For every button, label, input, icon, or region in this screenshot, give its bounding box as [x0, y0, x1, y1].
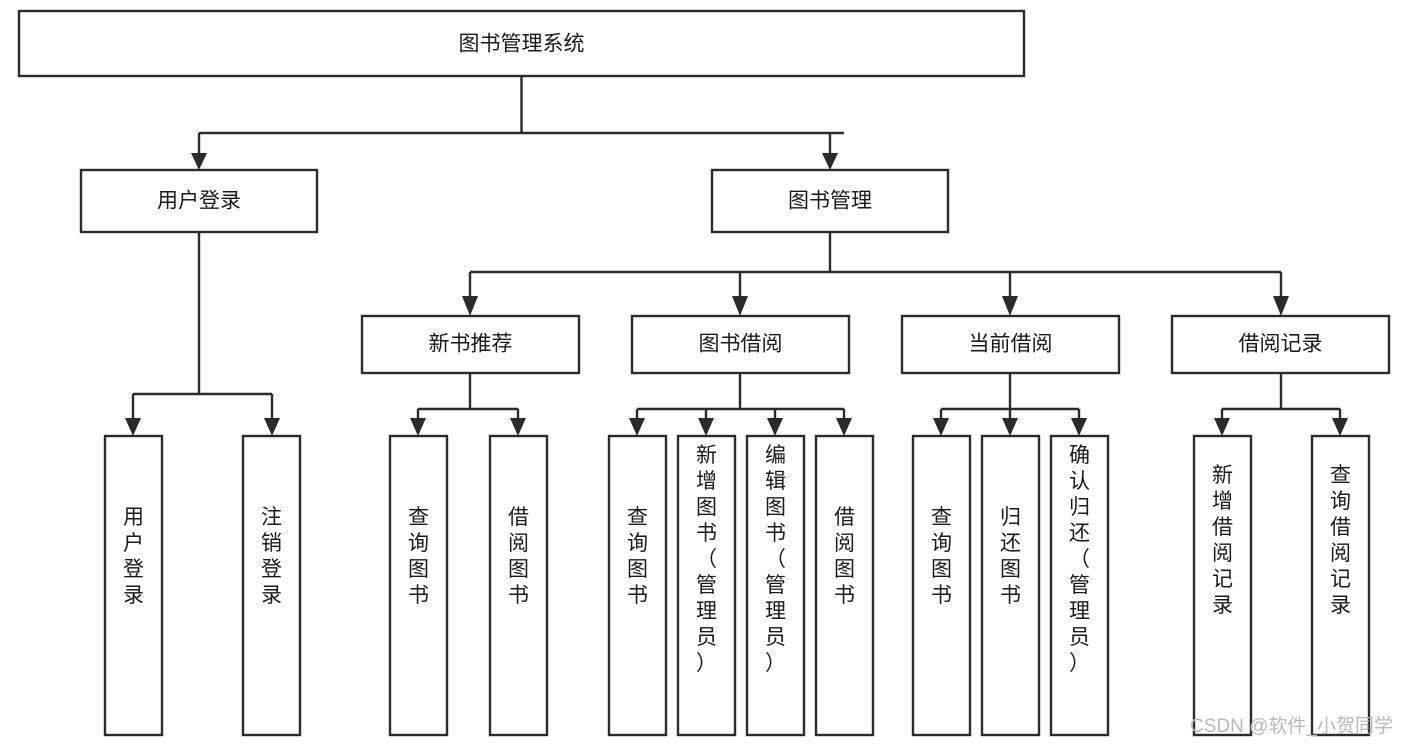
- leaf-bb-2-label: 新增图书（管理员）: [696, 444, 717, 675]
- arrowhead-bb-leaf-3: [767, 418, 783, 436]
- node-new-book-recommend-box[interactable]: [360, 314, 581, 375]
- node-new-book-recommend-label: 新书推荐: [429, 333, 513, 356]
- leaf-br-2[interactable]: 查询借阅记录: [1310, 434, 1371, 737]
- arrowhead-leaf-user-login-1: [125, 418, 141, 436]
- node-borrow-record-box[interactable]: [1170, 314, 1391, 375]
- node-root-label: 图书管理系统: [459, 33, 585, 56]
- leaf-bb-3-label: 编辑图书（管理员）: [765, 444, 786, 675]
- node-current-borrow[interactable]: 当前借阅: [900, 314, 1121, 375]
- node-book-manage-box[interactable]: [710, 168, 950, 234]
- node-current-borrow-label: 当前借阅: [969, 333, 1053, 356]
- leaf-cb-3-label: 确认归还（管理员）: [1069, 444, 1090, 675]
- node-borrow-record-label: 借阅记录: [1239, 333, 1323, 356]
- leaf-nbr-1[interactable]: 查询图书: [388, 434, 449, 737]
- arrowhead-br-leaf-1: [1214, 418, 1230, 436]
- leaf-cb-2[interactable]: 归还图书: [980, 434, 1041, 737]
- csdn-watermark: CSDN @软件_小贺同学: [1190, 715, 1393, 737]
- node-book-manage[interactable]: 图书管理: [710, 168, 950, 234]
- leaf-cb-2-label: 归还图书: [1000, 506, 1021, 607]
- arrowhead-user-login: [191, 153, 207, 170]
- arrowhead-cb-leaf-2: [1002, 418, 1018, 436]
- leaf-bb-3[interactable]: 编辑图书（管理员）: [745, 434, 806, 737]
- node-user-login[interactable]: 用户登录: [79, 168, 319, 234]
- leaf-br-1-box[interactable]: [1192, 434, 1253, 737]
- leaf-bb-4-label: 借阅图书: [834, 506, 855, 607]
- leaf-bb-3-box[interactable]: [745, 434, 806, 737]
- arrowhead-bb-leaf-2: [698, 418, 714, 436]
- leaf-user-login-2-label: 注销登录: [261, 506, 282, 607]
- leaf-bb-2[interactable]: 新增图书（管理员）: [676, 434, 737, 737]
- leaf-nbr-1-label: 查询图书: [408, 506, 429, 607]
- leaf-br-1-label: 新增借阅记录: [1212, 464, 1233, 617]
- leaf-nbr-1-box[interactable]: [388, 434, 449, 737]
- leaf-bb-4-box[interactable]: [814, 434, 875, 737]
- node-user-login-label: 用户登录: [157, 190, 241, 213]
- leaf-bb-4[interactable]: 借阅图书: [814, 434, 875, 737]
- node-root-box[interactable]: [17, 9, 1026, 78]
- arrowhead-cb-leaf-3: [1071, 418, 1087, 436]
- node-new-book-recommend[interactable]: 新书推荐: [360, 314, 581, 375]
- arrowhead-book-borrow: [732, 296, 748, 316]
- node-book-borrow-box[interactable]: [630, 314, 851, 375]
- arrowhead-br-leaf-2: [1332, 418, 1348, 436]
- arrowhead-borrow-record: [1273, 296, 1289, 316]
- leaf-bb-2-box[interactable]: [676, 434, 737, 737]
- leaf-bb-1-box[interactable]: [607, 434, 668, 737]
- leaf-br-2-label: 查询借阅记录: [1330, 464, 1351, 617]
- node-book-borrow[interactable]: 图书借阅: [630, 314, 851, 375]
- node-user-login-box[interactable]: [79, 168, 319, 234]
- leaf-cb-1-box[interactable]: [911, 434, 972, 737]
- arrowhead-cb-leaf-1: [933, 418, 949, 436]
- leaf-cb-2-box[interactable]: [980, 434, 1041, 737]
- arrowhead-nbr-leaf-1: [410, 418, 426, 436]
- leaf-user-login-1-label: 用户登录: [123, 506, 144, 607]
- connector-layer: [125, 76, 1348, 436]
- node-borrow-record[interactable]: 借阅记录: [1170, 314, 1391, 375]
- leaf-nbr-2[interactable]: 借阅图书: [488, 434, 549, 737]
- leaf-user-login-1[interactable]: 用户登录: [103, 434, 164, 737]
- leaf-br-2-box[interactable]: [1310, 434, 1371, 737]
- leaf-nbr-2-box[interactable]: [488, 434, 549, 737]
- node-root[interactable]: 图书管理系统: [17, 9, 1026, 78]
- node-book-borrow-label: 图书借阅: [699, 333, 783, 356]
- leaf-user-login-2[interactable]: 注销登录: [241, 434, 302, 737]
- arrowhead-leaf-user-login-2: [264, 418, 280, 436]
- arrowhead-bb-leaf-1: [629, 418, 645, 436]
- leaf-cb-3[interactable]: 确认归还（管理员）: [1049, 434, 1110, 737]
- arrowhead-bb-leaf-4: [836, 418, 852, 436]
- arrowhead-book-manage: [822, 153, 838, 170]
- arrowhead-current-borrow: [1002, 296, 1018, 316]
- node-book-manage-label: 图书管理: [788, 190, 872, 213]
- arrowhead-new-book-recommend: [462, 296, 478, 316]
- leaf-bb-1-label: 查询图书: [627, 506, 648, 607]
- leaf-cb-1-label: 查询图书: [931, 506, 952, 607]
- leaf-cb-1[interactable]: 查询图书: [911, 434, 972, 737]
- leaf-user-login-1-box[interactable]: [103, 434, 164, 737]
- node-current-borrow-box[interactable]: [900, 314, 1121, 375]
- leaf-user-login-2-box[interactable]: [241, 434, 302, 737]
- leaf-br-1[interactable]: 新增借阅记录: [1192, 434, 1253, 737]
- leaf-cb-3-box[interactable]: [1049, 434, 1110, 737]
- leaf-bb-1[interactable]: 查询图书: [607, 434, 668, 737]
- arrowhead-nbr-leaf-2: [510, 418, 526, 436]
- leaf-nbr-2-label: 借阅图书: [508, 506, 529, 607]
